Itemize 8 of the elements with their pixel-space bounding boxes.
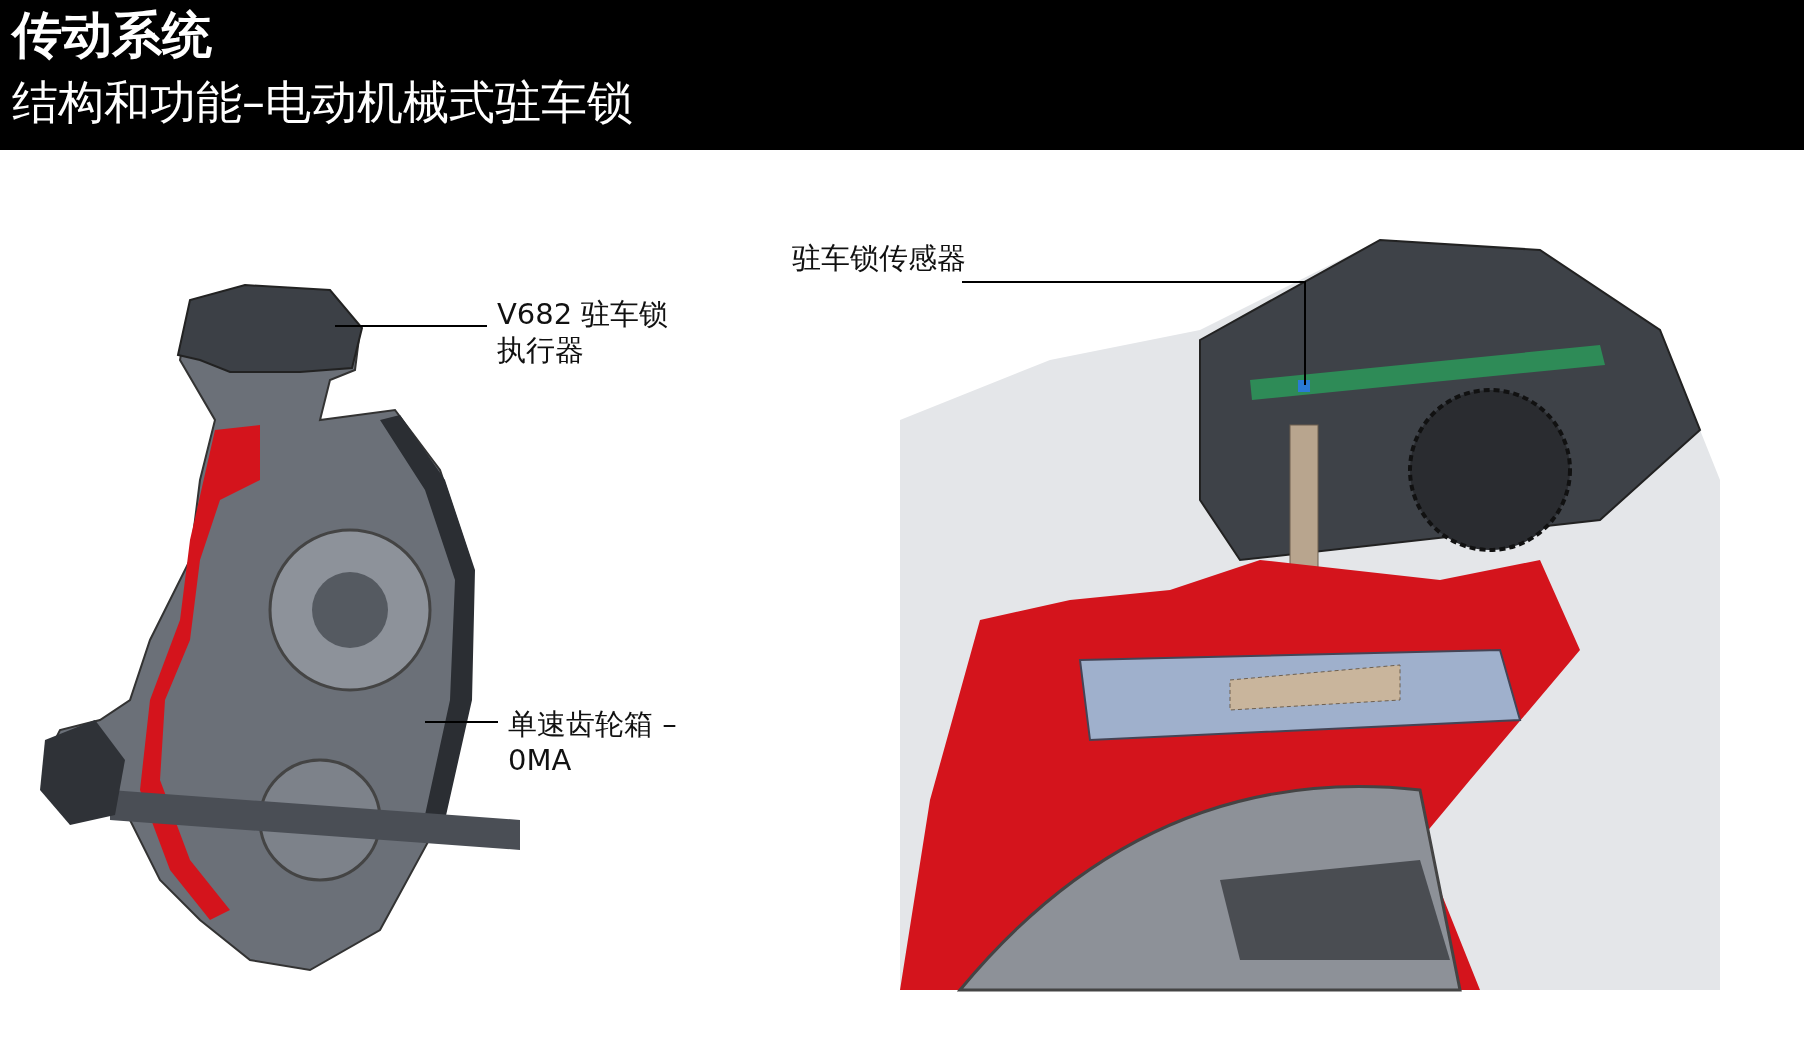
leader-line [961,281,1306,386]
callout-label: 单速齿轮箱 – 0MA [508,706,708,778]
leader-line [424,721,499,723]
title: 传动系统 [12,5,212,66]
callout-label: V682 驻车锁执行器 [497,296,697,368]
leader-line [334,325,488,327]
callout-label: 驻车锁传感器 [792,240,966,276]
subtitle: 结构和功能–电动机械式驻车锁 [12,74,633,131]
